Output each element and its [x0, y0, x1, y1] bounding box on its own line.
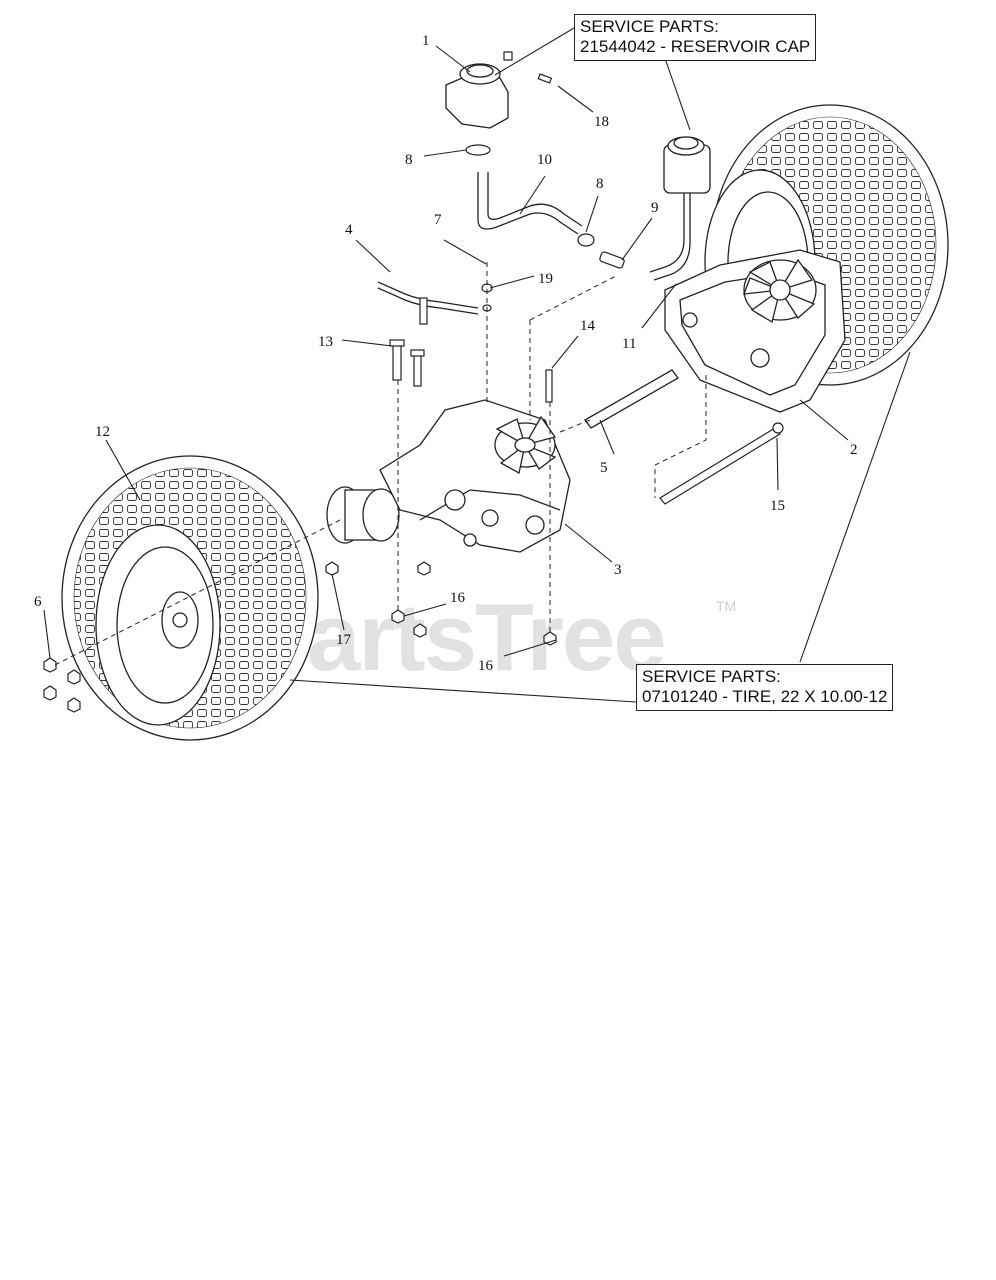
part-label: 13 [318, 334, 333, 350]
callout-heading: SERVICE PARTS: [580, 17, 719, 36]
service-parts-callout-cap: SERVICE PARTS: 21544042 - RESERVOIR CAP [574, 14, 817, 61]
part-label: 1 [422, 33, 430, 49]
right-transaxle [664, 249, 846, 413]
left-tire [61, 455, 319, 741]
hose [477, 172, 583, 235]
part-label: 11 [622, 336, 636, 352]
right-reservoir [649, 136, 711, 281]
part-label: 14 [580, 318, 596, 334]
part-label: 17 [336, 632, 352, 648]
part-label: 6 [34, 594, 42, 610]
part-label: 16 [478, 658, 494, 674]
small-parts [325, 51, 625, 646]
watermark-tm: TM [716, 598, 736, 614]
linkage-rod [377, 281, 479, 315]
lug-nuts [43, 657, 81, 713]
part-label: 8 [405, 152, 413, 168]
left-transaxle [379, 399, 571, 553]
callout-heading: SERVICE PARTS: [642, 667, 781, 686]
wheel-hub [326, 486, 400, 544]
part-label: 3 [614, 562, 622, 578]
part-label: 19 [538, 271, 553, 287]
part-label: 8 [596, 176, 604, 192]
callout-part: 07101240 - TIRE, 22 X 10.00-12 [642, 687, 888, 706]
part-label: 15 [770, 498, 785, 514]
service-parts-callout-tire: SERVICE PARTS: 07101240 - TIRE, 22 X 10.… [636, 664, 894, 711]
part-number-labels: 1 18 8 10 8 9 7 4 19 13 14 11 12 2 5 15 … [34, 33, 858, 674]
part-label: 16 [450, 590, 466, 606]
assembly-lines [54, 262, 707, 666]
part-label: 5 [600, 460, 608, 476]
shaft [584, 369, 679, 429]
part-label: 18 [594, 114, 609, 130]
reservoir [445, 63, 509, 129]
callout-part: 21544042 - RESERVOIR CAP [580, 37, 811, 56]
part-label: 2 [850, 442, 858, 458]
part-label: 9 [651, 200, 659, 216]
part-label: 10 [537, 152, 552, 168]
part-label: 12 [95, 424, 110, 440]
part-label: 7 [434, 212, 442, 228]
part-label: 4 [345, 222, 353, 238]
rod [659, 422, 784, 505]
